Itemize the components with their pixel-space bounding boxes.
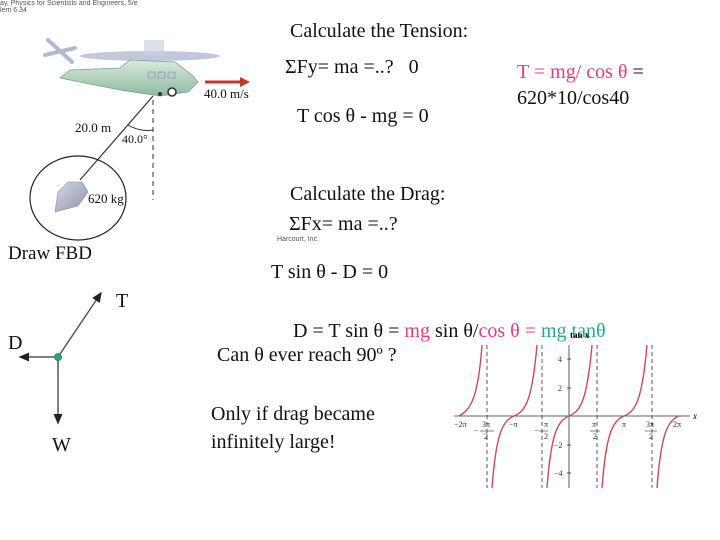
- answer-line-1: Only if drag became: [211, 403, 375, 425]
- tension-equals: =: [627, 61, 644, 83]
- credit-line-1: ay, Physics for Scientists and Engineers…: [0, 0, 138, 7]
- tail-rotor-icon: [43, 38, 77, 64]
- velocity-label: 40.0 m/s: [204, 86, 249, 101]
- fbd-drag-label: D: [8, 332, 23, 354]
- helicopter-body-icon: [59, 59, 199, 97]
- tension-formula: T = mg/ cos θ: [517, 61, 628, 83]
- drag-result-mg: mg: [404, 320, 430, 342]
- drag-equation: T sin θ - D = 0: [271, 261, 389, 283]
- svg-text:4: 4: [558, 355, 562, 364]
- x-axis-label: x: [692, 411, 697, 421]
- drag-result-tan: mg tanθ: [541, 320, 606, 342]
- angle-label: 40.0°: [122, 132, 148, 146]
- drag-result-part-1: D = T sin θ =: [293, 320, 405, 342]
- fbd-weight-label: W: [52, 434, 71, 456]
- svg-text:−π: −π: [509, 420, 518, 429]
- rope-length-label: 20.0 m: [75, 120, 112, 135]
- helicopter-figure: [29, 38, 250, 241]
- svg-text:−: −: [534, 426, 539, 435]
- tension-heading: Calculate the Tension:: [290, 20, 469, 42]
- publisher-credit: Harcourt, Inc.: [277, 236, 320, 243]
- body-dot-icon: [54, 353, 62, 361]
- sum-fy-equation: ΣFy= ma =..? 0: [285, 56, 419, 78]
- tension-arrow-icon: [57, 291, 102, 358]
- svg-text:−4: −4: [554, 469, 563, 478]
- tan-curve-series: [458, 344, 680, 489]
- tension-equation: T cos θ - mg = 0: [297, 105, 429, 127]
- rope-line: [79, 95, 154, 181]
- svg-text:3π: 3π: [646, 420, 654, 429]
- y-tick-labels: 4 2 −2 −4: [554, 355, 563, 478]
- drag-result: D = T sin θ = mg sin θ/cos θ = mg tanθ: [283, 297, 606, 343]
- tension-result-line-1: T = mg/ cos θ =: [517, 61, 644, 84]
- svg-text:3π: 3π: [482, 420, 490, 429]
- sum-fx-equation: ΣFx= ma =..?: [289, 213, 398, 235]
- fbd-tension-label: T: [116, 290, 129, 312]
- svg-text:2π: 2π: [673, 420, 681, 429]
- asymptote-lines: [486, 345, 653, 488]
- svg-text:2: 2: [593, 432, 597, 441]
- credit-line-2: lem 6.34: [0, 7, 27, 14]
- svg-text:π: π: [622, 420, 626, 429]
- svg-text:π: π: [592, 420, 596, 429]
- tension-result-line-2: 620*10/cos40: [517, 87, 630, 109]
- svg-text:2: 2: [649, 432, 653, 441]
- svg-text:2: 2: [558, 384, 562, 393]
- svg-text:−: −: [474, 426, 479, 435]
- drag-heading: Calculate the Drag:: [290, 183, 446, 205]
- x-tick-labels: −2π 3π−2 −π π−2 π2 π 3π2 2π: [454, 420, 681, 441]
- load-highlight-circle: [29, 155, 127, 241]
- angle-arc: [127, 124, 154, 131]
- drag-result-sin: sin θ/: [429, 320, 479, 342]
- load-icon: [54, 181, 89, 213]
- svg-text:2: 2: [544, 432, 548, 441]
- question-text: Can θ ever reach 90º ?: [217, 344, 397, 366]
- mass-label: 620 kg: [88, 191, 124, 206]
- svg-text:−2π: −2π: [454, 420, 467, 429]
- free-body-diagram: [18, 291, 102, 425]
- fbd-title: Draw FBD: [8, 243, 92, 264]
- chart-title: tan x: [570, 330, 590, 340]
- svg-text:π: π: [544, 420, 548, 429]
- tan-chart: tan x x 4 2 −2 −4 −2π 3π−2 −π π−2 π2 π 3…: [454, 330, 697, 489]
- answer-line-2: infinitely large!: [211, 431, 336, 453]
- drag-result-cos: cos θ =: [478, 320, 541, 342]
- svg-text:−2: −2: [554, 441, 563, 450]
- main-rotor-icon: [80, 40, 220, 61]
- svg-text:2: 2: [484, 432, 488, 441]
